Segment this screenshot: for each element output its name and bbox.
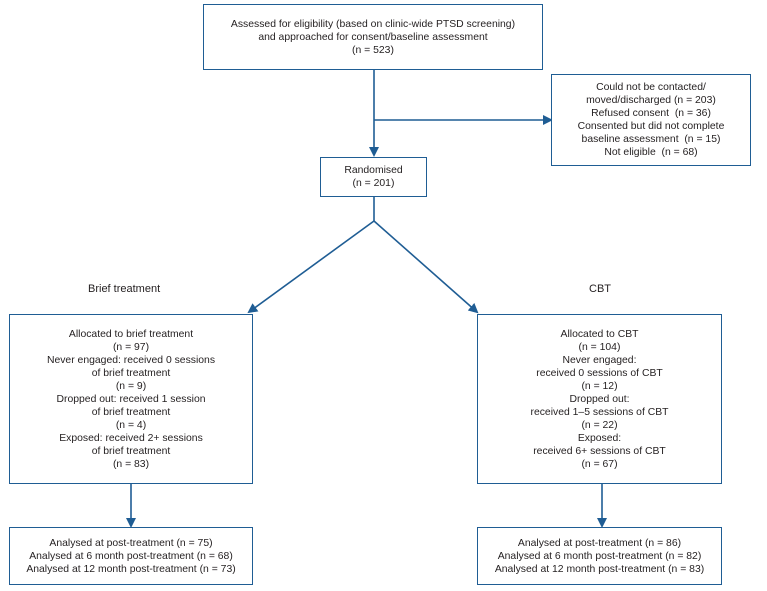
cbt-analysed-line: Analysed at 6 month post-treatment (n = … (497, 550, 702, 562)
brief-allocation-line: Exposed: received 2+ sessions (59, 432, 203, 444)
randomised-line: (n = 201) (352, 178, 395, 189)
cbt-allocation-line: received 1–5 sessions of CBT (530, 406, 669, 418)
cbt-allocation-line: (n = 22) (581, 419, 618, 431)
excluded-line: baseline assessment (n = 15) (581, 134, 721, 145)
brief-allocation-line: Never engaged: received 0 sessions (46, 354, 216, 366)
arrow-to-cbt (373, 220, 479, 314)
cbt-allocation-line: Exposed: (577, 432, 622, 444)
randomised-box: Randomised (n = 201) (320, 157, 427, 197)
brief-allocation-line: (n = 4) (115, 419, 147, 431)
brief-analysed-line: Analysed at post-treatment (n = 75) (49, 537, 213, 549)
brief-allocation-line: of brief treatment (91, 406, 171, 418)
cbt-allocation-line: (n = 104) (578, 341, 621, 353)
arrow-to-brief (247, 220, 375, 314)
cbt-allocation-line: Allocated to CBT (560, 328, 639, 340)
excluded-line: Refused consent (n = 36) (591, 108, 711, 119)
cbt-allocation-line: (n = 67) (581, 458, 618, 470)
cbt-allocation-line: received 0 sessions of CBT (536, 367, 663, 379)
brief-allocation-line: (n = 9) (115, 380, 147, 392)
brief-analysed-line: Analysed at 6 month post-treatment (n = … (29, 550, 233, 562)
brief-allocation-box: Allocated to brief treatment (n = 97) Ne… (9, 314, 253, 484)
brief-allocation-line: Dropped out: received 1 session (56, 393, 206, 405)
brief-analysed-box: Analysed at post-treatment (n = 75) Anal… (9, 527, 253, 585)
excluded-line: Could not be contacted/ (596, 82, 706, 93)
brief-allocation-line: of brief treatment (91, 445, 171, 457)
cbt-allocation-line: received 6+ sessions of CBT (533, 445, 666, 457)
brief-allocation-line: (n = 83) (112, 458, 150, 470)
cbt-analysed-line: Analysed at 12 month post-treatment (n =… (494, 563, 705, 575)
cbt-analysed-line: Analysed at post-treatment (n = 86) (517, 537, 682, 549)
eligibility-line: Assessed for eligibility (based on clini… (230, 18, 516, 30)
brief-analysed-line: Analysed at 12 month post-treatment (n =… (26, 563, 236, 575)
arm-label-brief: Brief treatment (88, 283, 161, 295)
brief-allocation-line: of brief treatment (91, 367, 171, 379)
arm-label-cbt: CBT (589, 283, 611, 295)
cbt-allocation-box: Allocated to CBT (n = 104) Never engaged… (477, 314, 722, 484)
eligibility-line: and approached for consent/baseline asse… (258, 31, 488, 43)
brief-allocation-line: (n = 97) (112, 341, 150, 353)
brief-allocation-line: Allocated to brief treatment (68, 328, 194, 340)
randomised-line: Randomised (344, 165, 403, 176)
cbt-analysed-box: Analysed at post-treatment (n = 86) Anal… (477, 527, 722, 585)
eligibility-line: (n = 523) (352, 44, 394, 56)
excluded-line: Not eligible (n = 68) (604, 147, 698, 158)
excluded-line: Consented but did not complete (577, 121, 725, 132)
cbt-allocation-line: Never engaged: (562, 354, 637, 366)
excluded-line: moved/discharged (n = 203) (586, 95, 716, 106)
excluded-box: Could not be contacted/ moved/discharged… (551, 74, 751, 166)
eligibility-box: Assessed for eligibility (based on clini… (203, 4, 543, 70)
cbt-allocation-line: (n = 12) (581, 380, 618, 392)
cbt-allocation-line: Dropped out: (569, 393, 630, 405)
